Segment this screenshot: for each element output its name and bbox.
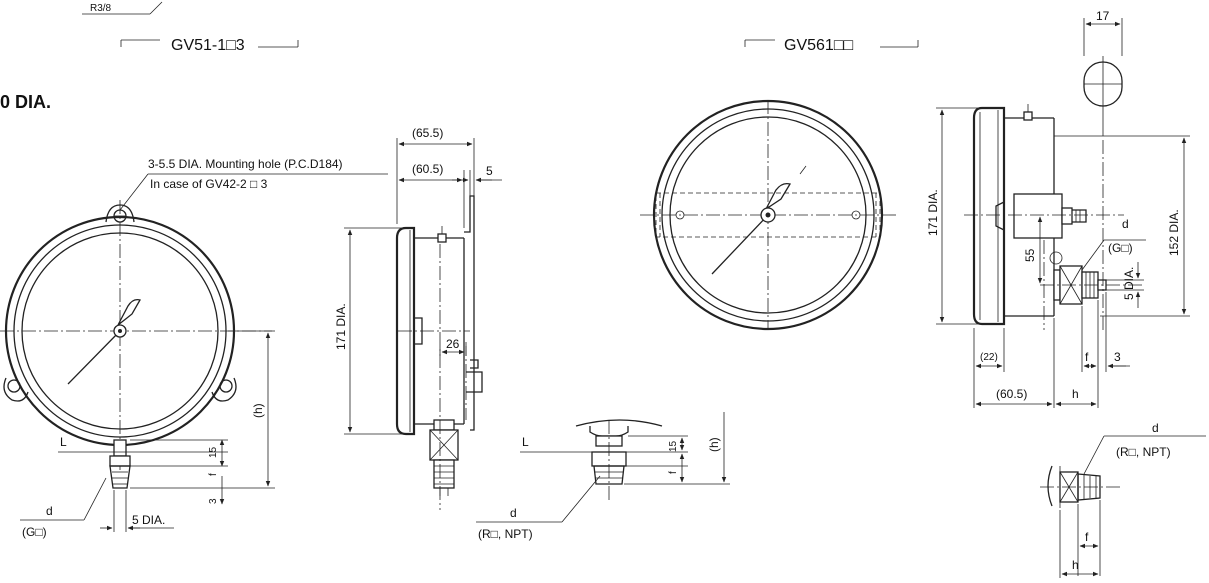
right-side-dim-h: h (1072, 387, 1079, 401)
left-front-label-L: L (60, 435, 67, 449)
left-front-label-g: (G□) (22, 525, 47, 539)
right-side-label-d: d (1122, 217, 1129, 231)
right-side-dim-60-5: (60.5) (996, 387, 1027, 401)
mounting-note-line-2: In case of GV42-2 □ 3 (150, 177, 268, 191)
right-side-dim-152: 152 DIA. (1167, 209, 1181, 256)
left-side-dim-60-5: (60.5) (412, 162, 443, 176)
left-front-dim-f: f (208, 473, 219, 476)
left-side-dim-65-5: (65.5) (412, 126, 443, 140)
right-side-dim-55: 55 (1023, 248, 1037, 262)
right-side-dim-22: (22) (980, 352, 998, 363)
left-model-title-group: GV51-1□3 (120, 37, 299, 54)
connection-label-L: L (522, 435, 529, 449)
right-side-label-g: (G□) (1108, 241, 1133, 255)
left-front-dim-15: 15 (208, 446, 219, 458)
bottom-connection-detail: L 15 f (h) d (R□, NPT) (476, 412, 730, 541)
left-front-dim-5dia: 5 DIA. (132, 513, 165, 527)
size-heading: 0 DIA. (0, 92, 51, 112)
right-connection-label-r: (R□, NPT) (1116, 445, 1171, 459)
right-connection-dim-f: f (1085, 530, 1089, 544)
left-side-dim-5: 5 (486, 164, 493, 178)
right-side-view: 17 (926, 9, 1190, 408)
right-model-title: GV561□□ (784, 37, 853, 54)
connection-dim-15: 15 (668, 440, 679, 452)
left-side-view: (65.5) (60.5) 5 171 DIA. 26 (334, 126, 502, 510)
mounting-lug-right (211, 377, 237, 402)
right-side-dim-3: 3 (1114, 350, 1121, 364)
right-pointer (711, 165, 807, 275)
left-side-dim-26: 26 (446, 337, 460, 351)
left-front-label-d: d (46, 504, 53, 518)
top-tube-symbol: 17 (1083, 9, 1123, 136)
right-connection-label-d: d (1152, 421, 1159, 435)
mounting-lug-left (3, 377, 29, 402)
left-model-title: GV51-1□3 (171, 37, 245, 54)
right-model-title-group: GV561□□ (744, 37, 919, 54)
right-connection-detail: d (R□, NPT) f h (1040, 421, 1206, 578)
mounting-note-line-1: 3-5.5 DIA. Mounting hole (P.C.D184) (148, 157, 343, 171)
connection-label-r: (R□, NPT) (478, 527, 533, 541)
right-side-dim-f: f (1085, 350, 1089, 364)
right-side-dim-17: 17 (1096, 9, 1110, 23)
pointer (67, 298, 141, 385)
header-fragment-text: R3/8 (90, 3, 112, 14)
right-side-dim-5dia: 5 DIA. (1122, 267, 1136, 300)
left-side-dim-171: 171 DIA. (334, 303, 348, 350)
mounting-note: 3-5.5 DIA. Mounting hole (P.C.D184) In c… (119, 157, 388, 211)
left-front-dim-h: (h) (251, 403, 265, 418)
left-front-dim-3: 3 (208, 498, 219, 504)
connection-dim-h: (h) (707, 437, 721, 452)
left-side-stem (429, 419, 459, 496)
header-fragment: R3/8 (82, 1, 163, 15)
connection-dim-f: f (668, 471, 679, 474)
connection-label-d: d (510, 506, 517, 520)
bottom-stem (109, 439, 131, 489)
right-front-view (640, 99, 896, 331)
right-connection-dim-h: h (1072, 558, 1079, 572)
right-side-dim-171: 171 DIA. (926, 189, 940, 236)
left-front-view: 3-5.5 DIA. Mounting hole (P.C.D184) In c… (0, 157, 388, 539)
